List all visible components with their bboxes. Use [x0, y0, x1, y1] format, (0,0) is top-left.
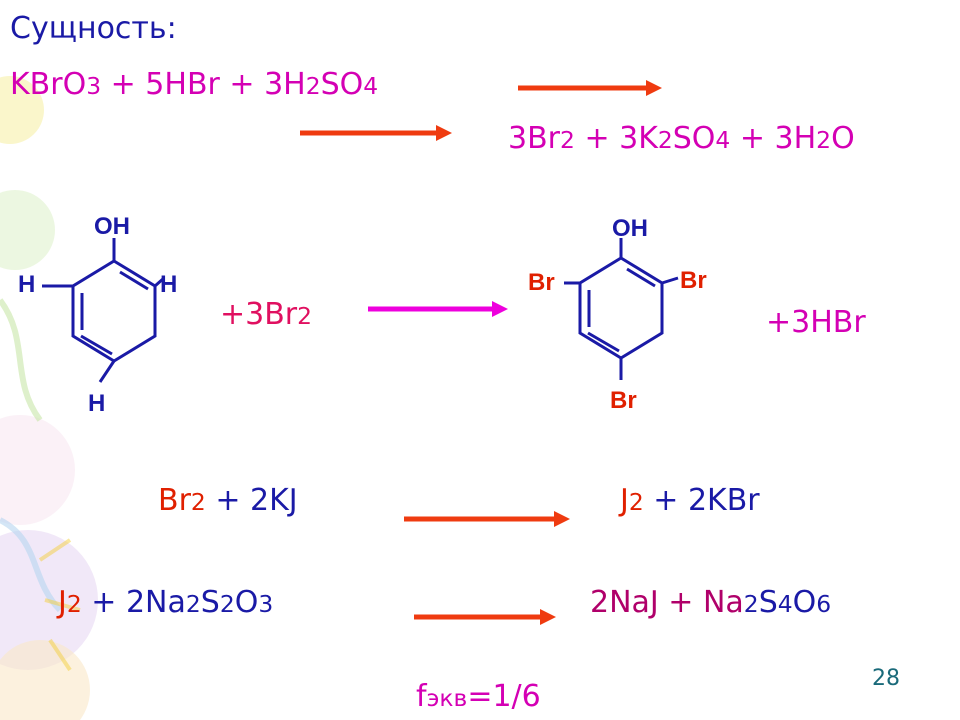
arrow-1a: [518, 80, 662, 96]
phenol-h-bottom-label: H: [88, 390, 105, 417]
phenol-oh-label: OH: [94, 213, 130, 240]
arrow-4: [414, 609, 556, 625]
equivalence-factor: fэкв=1/6: [416, 679, 541, 714]
equation-4-reactants: J2 + 2Na2S2O3: [58, 585, 274, 620]
page-title: Сущность:: [10, 11, 177, 46]
equation-1-products: 3Br2 + 3K2SO4 + 3H2O: [508, 121, 855, 156]
tribromophenol-br-right-label: Br: [680, 267, 707, 294]
phenol-h-right-label: H: [160, 271, 177, 298]
tribromophenol-br-bottom-label: Br: [610, 387, 637, 414]
page-number: 28: [872, 666, 900, 691]
arrow-3: [404, 511, 570, 527]
hbr-product: +3HBr: [766, 305, 866, 340]
tribromophenol-oh-label: OH: [612, 215, 648, 242]
equation-4-products: 2NaJ + Na2S4O6: [590, 585, 832, 620]
phenol-h-left-label: H: [18, 271, 35, 298]
equation-1-reactants: KBrO3 + 5HBr + 3H2SO4: [10, 67, 379, 102]
phenol-structure: OH H H H: [18, 213, 177, 417]
bromine-reagent: +3Br2: [220, 297, 313, 332]
tribromophenol-br-left-label: Br: [528, 269, 555, 296]
arrow-2: [368, 301, 508, 317]
equation-3-products: J2 + 2KBr: [620, 483, 760, 518]
tribromophenol-structure: OH Br Br Br: [528, 215, 707, 414]
arrow-1b: [300, 125, 452, 141]
equation-3-reactants: Br2 + 2KJ: [158, 483, 298, 518]
